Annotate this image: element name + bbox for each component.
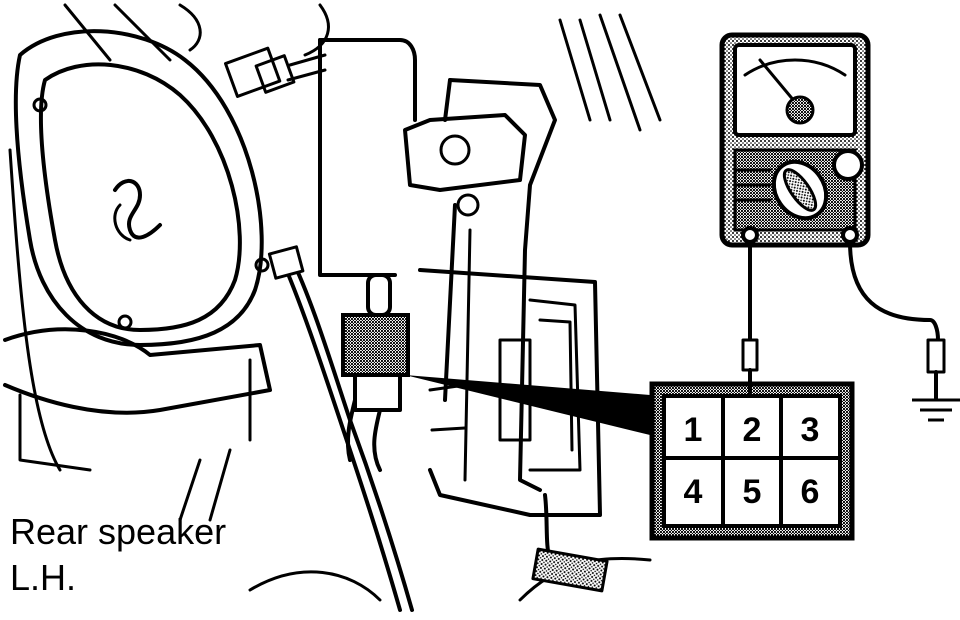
pin-3: 3 — [801, 411, 820, 449]
pin-4: 4 — [684, 473, 703, 511]
test-jack-left — [741, 226, 759, 244]
zero-adjust-knob — [832, 149, 864, 181]
pin-2: 2 — [743, 411, 762, 449]
speaker-plug — [224, 46, 327, 98]
ground-icon — [912, 398, 960, 422]
probe-leads — [741, 240, 946, 400]
connector-face-zoom — [649, 381, 855, 541]
meter-pivot — [785, 95, 815, 125]
tested-connector — [341, 273, 410, 412]
speaker-caption-line1: Rear speaker — [10, 511, 227, 552]
pin-1: 1 — [684, 411, 703, 449]
test-jack-right — [841, 226, 859, 244]
ohmmeter — [719, 32, 871, 248]
rear-speaker — [3, 29, 272, 472]
harness — [267, 245, 609, 612]
speaker-caption-line2: L.H. — [10, 557, 77, 598]
pin-labels: 1 2 3 4 5 6 — [684, 411, 820, 511]
pin-5: 5 — [743, 473, 762, 511]
seat-belt-assembly — [318, 38, 602, 517]
pin-6: 6 — [801, 473, 820, 511]
callout-pointer — [405, 375, 650, 435]
background-lines — [8, 3, 662, 602]
